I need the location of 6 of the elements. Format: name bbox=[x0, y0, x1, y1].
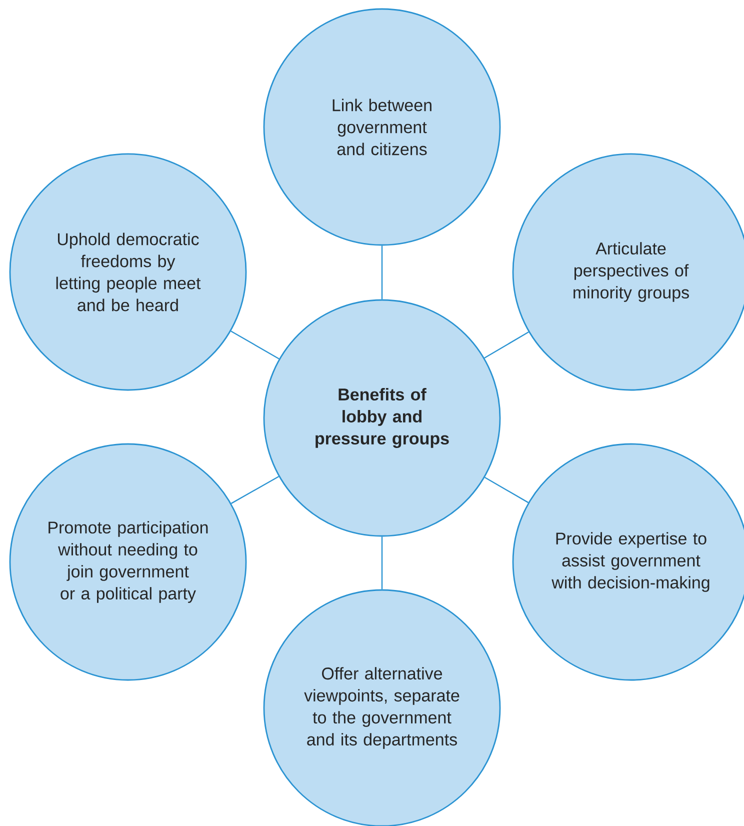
connector-line bbox=[381, 536, 383, 590]
connector-line bbox=[484, 476, 529, 504]
connector-line bbox=[230, 330, 280, 360]
connector-line bbox=[230, 476, 280, 504]
connector-line bbox=[381, 246, 383, 300]
connector-line bbox=[484, 332, 529, 358]
